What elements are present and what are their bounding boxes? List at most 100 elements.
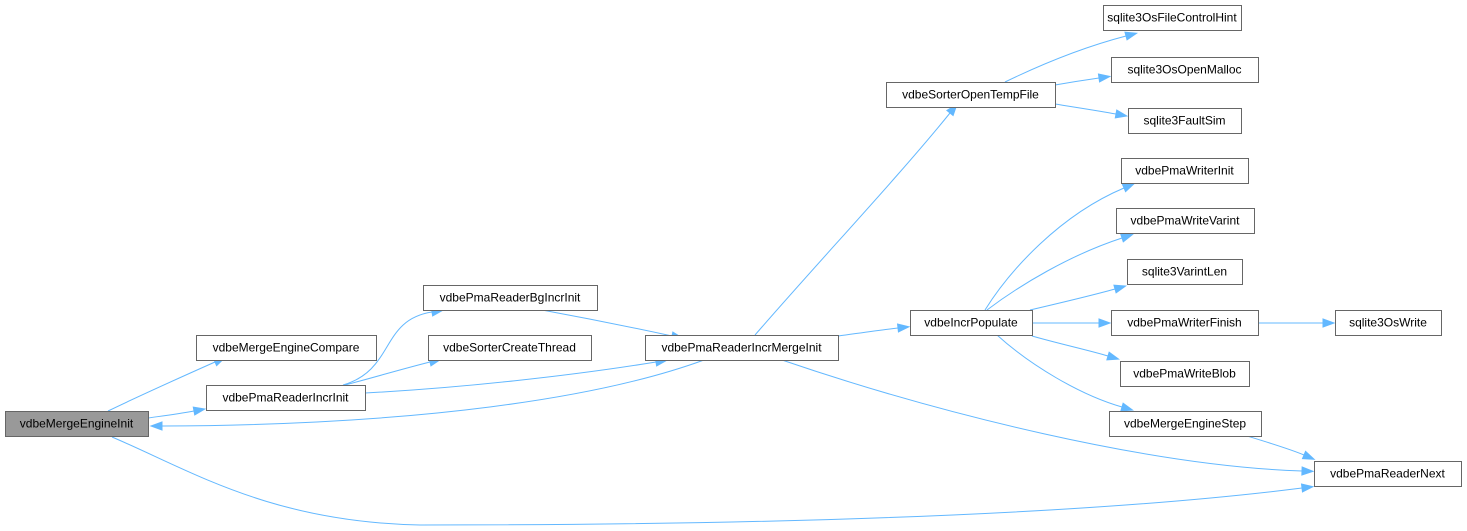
edge-primi-to-prn xyxy=(781,359,1315,476)
edge-line xyxy=(1004,35,1127,83)
node-primi[interactable]: vdbePmaReaderIncrMergeInit xyxy=(645,335,839,361)
node-box xyxy=(1111,57,1259,83)
node-label: vdbePmaReaderIncrMergeInit xyxy=(661,341,822,355)
edge-prii-to-sct xyxy=(344,357,443,386)
node-prn[interactable]: vdbePmaReaderNext xyxy=(1314,461,1462,487)
node-label: vdbePmaReaderNext xyxy=(1330,467,1445,481)
node-label: sqlite3VarintLen xyxy=(1142,265,1227,279)
edge-prii-to-primi xyxy=(364,357,669,394)
node-ofch[interactable]: sqlite3OsFileControlHint xyxy=(1103,5,1242,31)
edge-primi-to-ip xyxy=(837,323,911,337)
edge-sotf-to-ofch xyxy=(1004,31,1139,83)
node-mec[interactable]: vdbeMergeEngineCompare xyxy=(196,335,377,361)
node-box xyxy=(1127,259,1243,285)
edge-line xyxy=(344,361,431,386)
node-box xyxy=(196,335,377,361)
arrowhead-icon xyxy=(1113,284,1128,294)
edge-sotf-to-oom xyxy=(1054,73,1112,86)
edge-sotf-to-fs xyxy=(1054,103,1129,119)
node-label: vdbeMergeEngineStep xyxy=(1124,417,1246,431)
node-box xyxy=(1121,158,1249,184)
node-sotf[interactable]: vdbeSorterOpenTempFile xyxy=(886,82,1056,108)
node-label: vdbePmaReaderBgIncrInit xyxy=(440,291,581,305)
node-oom[interactable]: sqlite3OsOpenMalloc xyxy=(1111,57,1259,83)
edge-line xyxy=(107,361,216,412)
node-label: vdbeSorterCreateThread xyxy=(443,341,576,355)
node-box xyxy=(1128,108,1242,134)
node-sct[interactable]: vdbeSorterCreateThread xyxy=(428,335,592,361)
node-prii[interactable]: vdbePmaReaderIncrInit xyxy=(206,385,366,411)
arrowhead-icon xyxy=(1301,466,1315,476)
node-box xyxy=(428,335,592,361)
node-fs[interactable]: sqlite3FaultSim xyxy=(1128,108,1242,134)
edge-line xyxy=(781,359,1303,472)
arrowhead-icon xyxy=(1114,109,1129,119)
edge-line xyxy=(541,309,673,337)
node-pwb[interactable]: vdbePmaWriteBlob xyxy=(1120,361,1250,387)
node-box xyxy=(1111,310,1259,336)
node-label: sqlite3OsOpenMalloc xyxy=(1127,63,1241,77)
arrowhead-icon xyxy=(1120,402,1134,412)
arrowhead-icon xyxy=(1300,483,1315,493)
edge-ip-to-pwf xyxy=(1032,318,1112,328)
node-label: sqlite3OsFileControlHint xyxy=(1107,11,1237,25)
node-box xyxy=(1109,411,1262,437)
node-box xyxy=(645,335,839,361)
arrowhead-icon xyxy=(896,323,911,333)
edge-pwf-to-ow xyxy=(1258,318,1336,328)
edge-ip-to-vl xyxy=(1029,284,1128,311)
node-box xyxy=(910,310,1033,336)
arrowhead-icon xyxy=(1322,318,1336,328)
node-box xyxy=(1120,361,1250,387)
edge-line xyxy=(984,187,1125,311)
node-label: sqlite3FaultSim xyxy=(1143,114,1225,128)
arrowhead-icon xyxy=(1097,73,1112,83)
node-root: vdbeMergeEngineInit xyxy=(5,411,149,437)
node-prbii[interactable]: vdbePmaReaderBgIncrInit xyxy=(423,285,598,311)
node-box xyxy=(5,411,149,437)
node-pwf[interactable]: vdbePmaWriterFinish xyxy=(1111,310,1259,336)
edge-line xyxy=(1246,435,1305,456)
edge-ip-to-pwv xyxy=(986,233,1134,311)
edge-ip-to-pwi xyxy=(984,183,1136,311)
edge-mes-to-prn xyxy=(1246,435,1316,460)
node-box xyxy=(1335,310,1442,336)
edge-line xyxy=(837,327,899,337)
node-label: vdbeIncrPopulate xyxy=(924,316,1018,330)
node-box xyxy=(423,285,598,311)
node-pwi[interactable]: vdbePmaWriterInit xyxy=(1121,158,1249,184)
node-box xyxy=(886,82,1056,108)
edge-line xyxy=(1054,77,1100,86)
nodes-layer: vdbeMergeEngineInit vdbeMergeEngineCompar… xyxy=(5,5,1462,487)
edge-ip-to-pwb xyxy=(1031,335,1120,361)
node-box xyxy=(1103,5,1242,31)
node-label: vdbePmaWriterInit xyxy=(1135,164,1234,178)
node-label: vdbePmaWriteVarint xyxy=(1131,214,1241,228)
edge-line xyxy=(147,410,195,419)
edge-primi-to-sotf xyxy=(754,103,958,336)
edge-line xyxy=(342,311,433,386)
edge-line xyxy=(364,361,657,394)
edge-primi-to-root xyxy=(149,359,705,431)
arrowhead-icon xyxy=(1098,318,1112,328)
node-vl[interactable]: sqlite3VarintLen xyxy=(1127,259,1243,285)
node-label: vdbePmaWriterFinish xyxy=(1127,316,1241,330)
node-pwv[interactable]: vdbePmaWriteVarint xyxy=(1116,208,1255,234)
node-ip[interactable]: vdbeIncrPopulate xyxy=(910,310,1033,336)
edge-line xyxy=(161,359,705,427)
edge-line xyxy=(1029,288,1116,311)
node-mes[interactable]: vdbeMergeEngineStep xyxy=(1109,411,1262,437)
node-ow[interactable]: sqlite3OsWrite xyxy=(1335,310,1442,336)
node-box xyxy=(1314,461,1462,487)
edge-root-to-prii xyxy=(147,406,207,419)
edge-line xyxy=(111,436,1303,526)
edge-line xyxy=(754,112,951,336)
node-label: vdbeSorterOpenTempFile xyxy=(902,88,1039,102)
arrowhead-icon xyxy=(1120,233,1134,243)
node-label: vdbeMergeEngineInit xyxy=(20,417,134,431)
arrowhead-icon xyxy=(1301,450,1316,460)
node-label: vdbeMergeEngineCompare xyxy=(213,341,360,355)
edge-line xyxy=(996,334,1123,408)
